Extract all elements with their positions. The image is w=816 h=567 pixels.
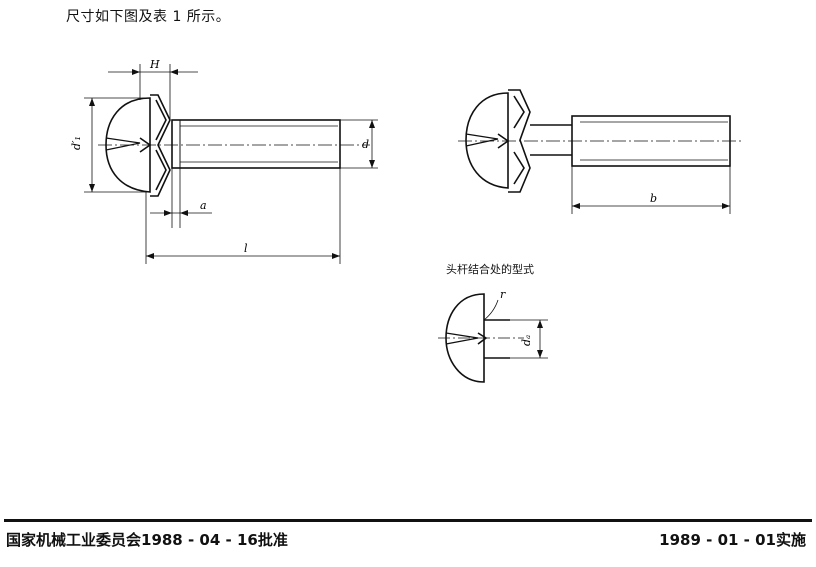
dim-label-d: d bbox=[362, 138, 369, 151]
dim-label-a: a bbox=[200, 199, 207, 212]
right-washer bbox=[508, 89, 531, 193]
left-washer bbox=[150, 94, 171, 197]
dim-label-da: dₐ bbox=[520, 335, 533, 346]
dim-label-r: r bbox=[500, 288, 506, 301]
detail-caption: 头杆结合处的型式 bbox=[446, 263, 534, 276]
dim-label-l: l bbox=[244, 242, 248, 255]
right-screw-view bbox=[458, 89, 742, 214]
footer-approval: 国家机械工业委员会1988 - 04 - 16批准 bbox=[6, 531, 288, 549]
dim-label-H: H bbox=[149, 58, 160, 71]
left-screw-view bbox=[84, 64, 378, 264]
dim-label-d1: d′₁ bbox=[70, 136, 83, 150]
footer-divider bbox=[4, 519, 812, 522]
right-screw-head bbox=[465, 92, 509, 189]
footer-effective-date: 1989 - 01 - 01实施 bbox=[659, 531, 806, 549]
left-shank bbox=[171, 119, 341, 169]
intro-text: 尺寸如下图及表 1 所示。 bbox=[66, 9, 231, 25]
detail-view bbox=[438, 293, 548, 383]
dim-label-b: b bbox=[650, 192, 657, 205]
